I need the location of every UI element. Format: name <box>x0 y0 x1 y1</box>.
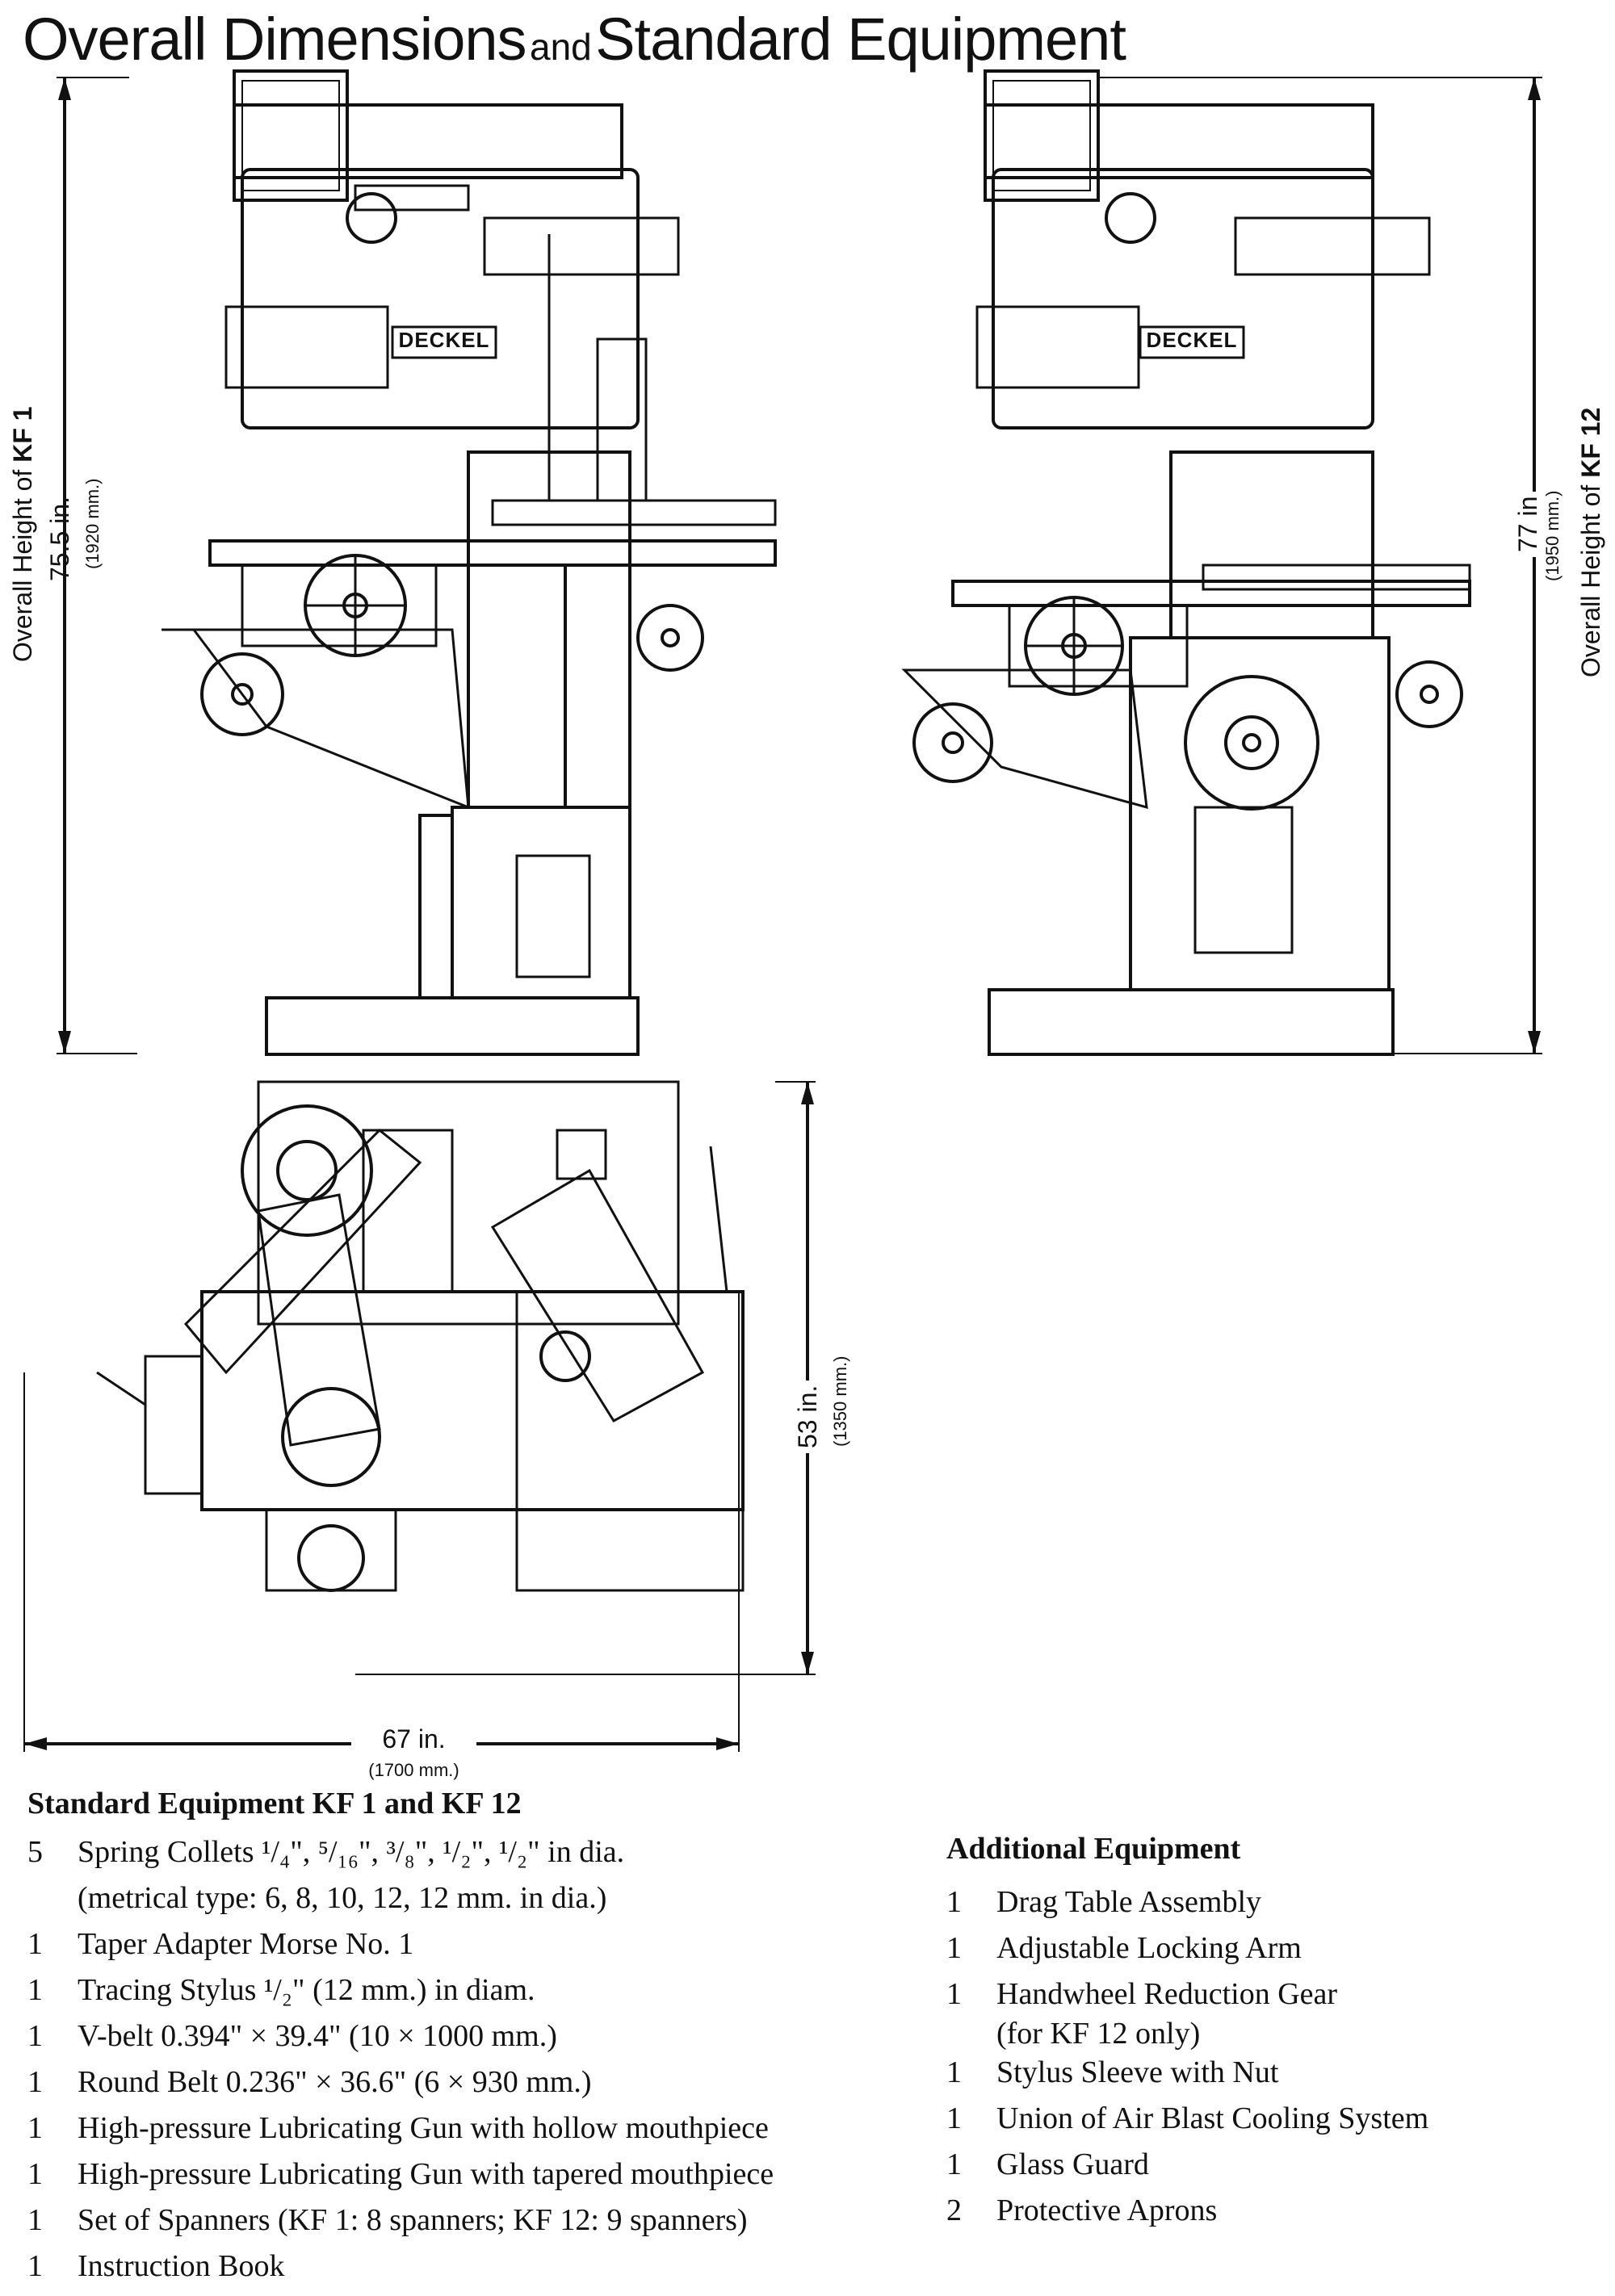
top-view-width-dimension <box>23 1292 740 1752</box>
kf1-height-mm: (1920 mm.) <box>82 478 103 569</box>
kf12-height-label: Overall Height of KF 12 <box>1576 402 1606 682</box>
top-view-width-mm: (1700 mm.) <box>368 1760 459 1780</box>
kf12-height-label-prefix: Overall Height of <box>1576 477 1605 677</box>
kf12-model-name: KF 12 <box>1576 407 1605 478</box>
standard-equipment-heading: Standard Equipment KF 1 and KF 12 <box>27 1787 522 1820</box>
kf12-height-inches: 77 in <box>1513 491 1543 557</box>
title-part2: and <box>530 26 592 68</box>
kf12-height-mm: (1950 mm.) <box>1542 490 1563 581</box>
top-view-depth-inches: 53 in. <box>793 1380 823 1453</box>
top-view-width-inches: 67 in. <box>382 1724 446 1753</box>
top-view-depth-mm: (1350 mm.) <box>830 1355 850 1447</box>
kf1-height-label: Overall Height of KF 1 <box>8 406 38 662</box>
deckel-plates <box>391 325 1245 359</box>
kf1-height-label-prefix: Overall Height of <box>8 462 37 662</box>
title-part1: Overall Dimensions <box>23 6 527 73</box>
top-view-drawing <box>96 1080 745 1592</box>
kf1-height-inches: 75.5 in. <box>45 496 74 581</box>
kf12-machine-drawing <box>901 69 1471 1056</box>
kf1-machine-drawing <box>162 69 777 1056</box>
kf12-height-dimension <box>1098 77 1542 1054</box>
kf1-model-name: KF 1 <box>8 406 37 463</box>
kf1-height-dimension <box>57 77 137 1054</box>
deckel-plate-kf12: DECKEL <box>1146 328 1238 352</box>
title-part3: Standard Equipment <box>595 6 1126 73</box>
deckel-plate-kf1: DECKEL <box>398 328 490 352</box>
top-view-depth-dimension <box>355 1081 816 1675</box>
additional-equipment-heading: Additional Equipment <box>946 1832 1241 1866</box>
page-title: Overall Dimensions and Standard Equipmen… <box>23 5 1126 73</box>
